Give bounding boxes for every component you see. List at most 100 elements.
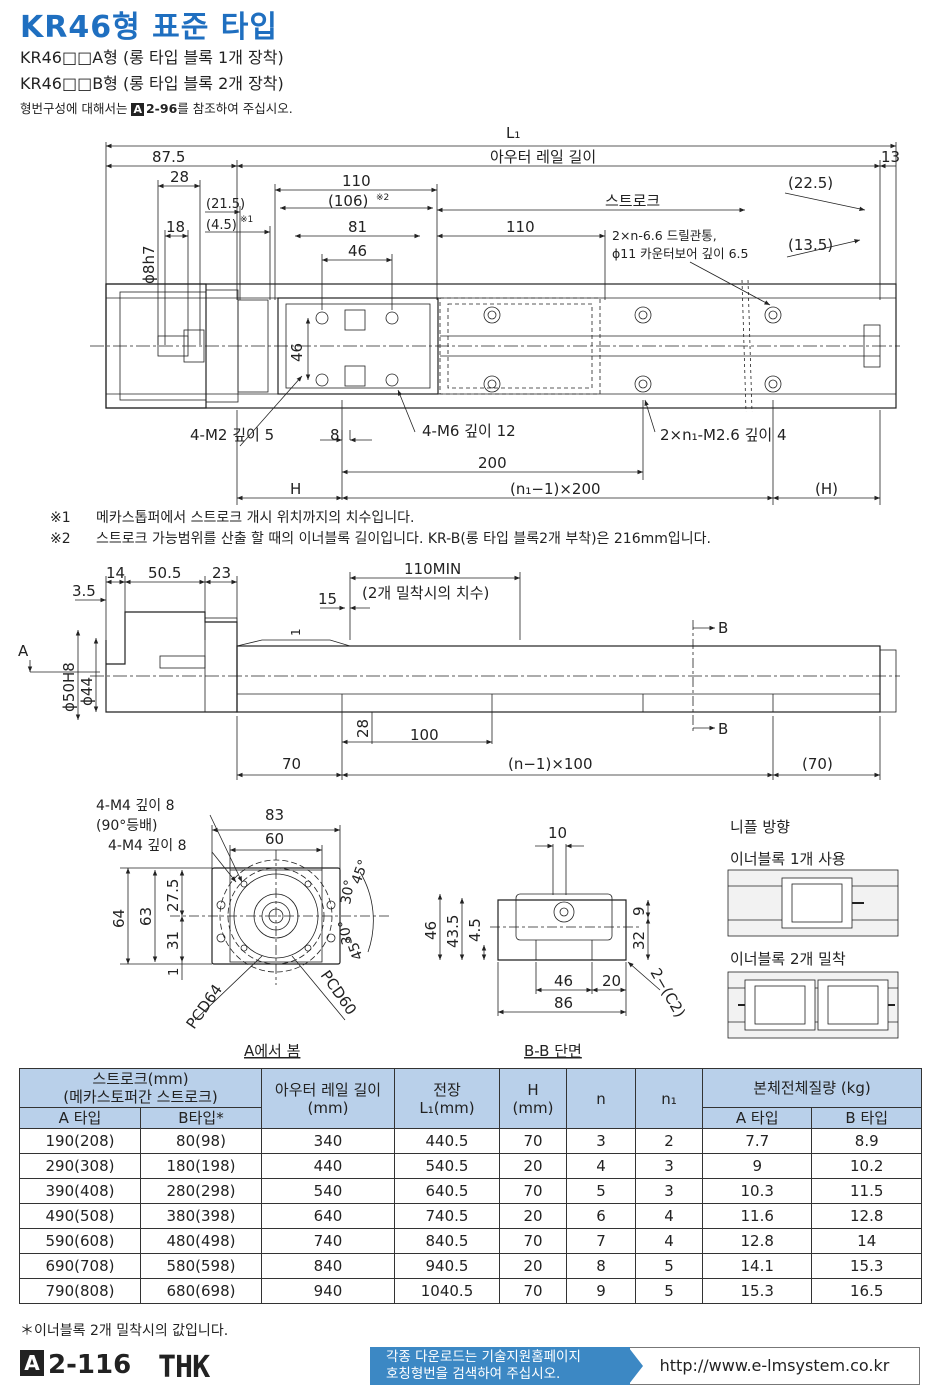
sec-dim-9: 9: [630, 906, 648, 916]
dim-110-right: 110: [506, 218, 535, 236]
end-dim-64: 64: [110, 909, 128, 928]
caption-bb-section: B-B 단면: [524, 1042, 582, 1060]
table-cell: 20: [499, 1153, 567, 1179]
note2-mark: ※2: [50, 531, 71, 547]
table-cell: 5: [566, 1178, 636, 1204]
table-cell: 4: [635, 1228, 703, 1254]
table-cell: 580(598): [140, 1253, 262, 1279]
table-cell: 840: [261, 1253, 395, 1279]
th-n: n: [566, 1068, 636, 1129]
dim-H-paren: (H): [815, 480, 838, 498]
table-cell: 3: [566, 1128, 636, 1154]
table-cell: 440: [261, 1153, 395, 1179]
th-H: H(mm): [499, 1068, 567, 1129]
note1-text: 메카스톱퍼에서 스트로크 개시 위치까지의 치수입니다.: [96, 510, 415, 526]
page-badge: A: [20, 1350, 44, 1376]
ref-badge: A: [131, 103, 144, 116]
table-cell: 480(498): [140, 1228, 262, 1254]
table-cell: 5: [635, 1278, 703, 1304]
table-cell: 340: [261, 1128, 395, 1154]
table-cell: 70: [499, 1228, 567, 1254]
sec-dim-32: 32: [630, 931, 648, 950]
side-dim-15: 15: [318, 590, 337, 608]
angle-45-top: 45°: [349, 858, 373, 887]
table-cell: 440.5: [394, 1128, 500, 1154]
brand-logo: THK: [158, 1350, 210, 1385]
sec-dim-10: 10: [548, 824, 567, 842]
side-dim-28: 28: [354, 719, 372, 738]
table-cell: 70: [499, 1128, 567, 1154]
table-cell: 7: [566, 1228, 636, 1254]
end-dim-31: 31: [164, 931, 182, 950]
table-cell: 11.6: [701, 1203, 813, 1229]
end-dim-83: 83: [265, 806, 284, 824]
sec-dim-20: 20: [602, 972, 621, 990]
table-cell: 640.5: [394, 1178, 500, 1204]
note-post: 를 참조하여 주십시오.: [177, 101, 293, 116]
table-cell: 3: [635, 1178, 703, 1204]
angle-30-bottom: 30°: [336, 919, 356, 946]
dim-81: 81: [348, 218, 367, 236]
side-dim-nx100: (n−1)×100: [508, 755, 593, 773]
dim-46-vertical: 46: [288, 343, 306, 362]
banner-line2: 호칭형번을 검색하여 주십시오.: [386, 1366, 561, 1382]
table-cell: 10.2: [811, 1153, 922, 1179]
side-dim-1: 1: [289, 628, 303, 636]
side-dim-70-paren: (70): [802, 755, 833, 773]
drill-spec-1: 2×n-6.6 드릴관통,: [612, 228, 717, 243]
dim-stroke: 스트로크: [605, 192, 660, 210]
sec-dim-43-5: 43.5: [444, 915, 462, 948]
table-cell: 15.3: [701, 1278, 813, 1304]
banner-line1: 각종 다운로드는 기술지원홈페이지: [386, 1349, 581, 1365]
website-link[interactable]: http://www.e-lmsystem.co.kr: [629, 1347, 920, 1385]
table-cell: 4: [635, 1203, 703, 1229]
table-cell: 11.5: [811, 1178, 922, 1204]
nipple-title: 니플 방향: [730, 818, 790, 836]
table-cell: 16.5: [811, 1278, 922, 1304]
table-cell: 14: [811, 1228, 922, 1254]
table-cell: 70: [499, 1278, 567, 1304]
table-cell: 15.3: [811, 1253, 922, 1279]
side-dim-23: 23: [212, 564, 231, 582]
th-mass-b: B 타입: [811, 1107, 922, 1129]
table-cell: 20: [499, 1203, 567, 1229]
table-cell: 740: [261, 1228, 395, 1254]
th-rail: 아우터 레일 길이(mm): [261, 1068, 395, 1129]
tap-m2-6: 2×n₁-M2.6 깊이 4: [660, 426, 787, 444]
dim-phi8h7: ϕ8h7: [140, 246, 158, 285]
dim-22-5: (22.5): [788, 174, 833, 192]
dim-18: 18: [166, 218, 185, 236]
table-cell: 2: [635, 1128, 703, 1154]
drill-spec-2: ϕ11 카운터보어 깊이 6.5: [612, 246, 748, 261]
sec-dim-4-5: 4.5: [466, 918, 484, 942]
side-dim-50-5: 50.5: [148, 564, 181, 582]
sec-dim-46b: 46: [554, 972, 573, 990]
pcd64-label: PCD64: [183, 981, 227, 1032]
table-cell: 14.1: [701, 1253, 813, 1279]
pcd60-label: PCD60: [317, 967, 361, 1018]
table-cell: 8: [566, 1253, 636, 1279]
side-dim-phi50h8: ϕ50H8: [60, 662, 78, 712]
star2-mark: ※2: [376, 193, 389, 203]
view-A-label: A: [18, 642, 29, 660]
dim-87-5: 87.5: [152, 148, 185, 166]
table-cell: 490(508): [19, 1203, 141, 1229]
table-cell: 10.3: [701, 1178, 813, 1204]
th-stroke-b: B타입*: [140, 1107, 262, 1129]
table-cell: 280(298): [140, 1178, 262, 1204]
table-cell: 840.5: [394, 1228, 500, 1254]
dim-106: (106): [328, 192, 368, 210]
dim-L1: L₁: [506, 124, 520, 142]
table-cell: 9: [566, 1278, 636, 1304]
note-pre: 형번구성에 대해서는: [20, 101, 128, 116]
side-dim-110min-sub: (2개 밀착시의 치수): [362, 584, 489, 602]
technical-drawing: L₁ 87.5 아우터 레일 길이 13 28 110 (106) ※2 (21…: [18, 124, 900, 1060]
side-dim-14: 14: [106, 564, 125, 582]
nipple-two: 이너블록 2개 밀착: [730, 950, 846, 968]
side-dim-3-5: 3.5: [72, 582, 96, 600]
